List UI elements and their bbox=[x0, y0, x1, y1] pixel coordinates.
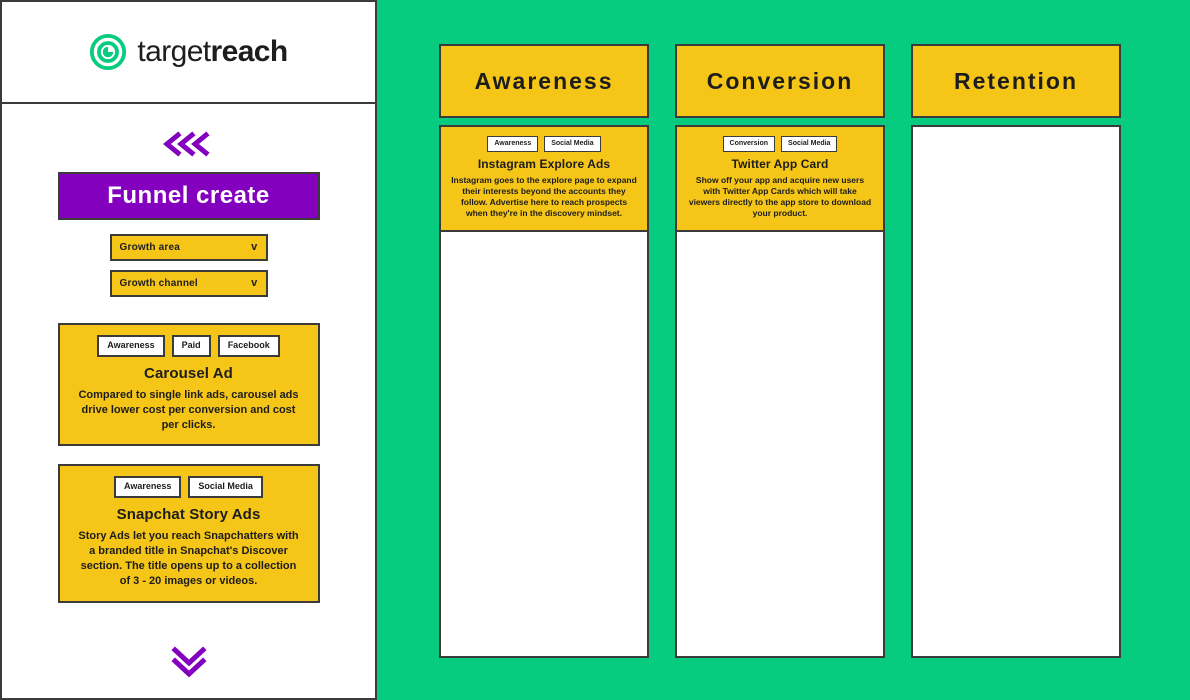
brand-logo[interactable]: targetreach bbox=[2, 2, 375, 104]
brand-wordmark: targetreach bbox=[137, 35, 289, 69]
column-title: Retention bbox=[911, 44, 1121, 118]
chevron-down-icon: v bbox=[251, 241, 258, 253]
chevron-double-down-icon[interactable] bbox=[2, 644, 375, 680]
card-description: Compared to single link ads, carousel ad… bbox=[78, 388, 299, 431]
column-title: Conversion bbox=[675, 44, 885, 118]
board-column-conversion: Conversion Conversion Social Media Twitt… bbox=[675, 44, 885, 658]
funnel-board: Awareness Awareness Social Media Instagr… bbox=[377, 0, 1190, 700]
board-column-retention: Retention bbox=[911, 44, 1121, 658]
column-dropzone[interactable]: Conversion Social Media Twitter App Card… bbox=[675, 125, 885, 658]
select-growth-channel[interactable]: Growth channel v bbox=[109, 270, 268, 297]
card-title: Snapchat Story Ads bbox=[116, 506, 261, 524]
tag-list: Conversion Social Media bbox=[683, 136, 877, 152]
select-growth-area-label: Growth area bbox=[119, 242, 181, 253]
card-description: Instagram goes to the explore page to ex… bbox=[451, 174, 637, 218]
board-column-awareness: Awareness Awareness Social Media Instagr… bbox=[439, 44, 649, 658]
tag-list: Awareness Social Media bbox=[70, 476, 308, 499]
tag-list: Awareness Paid Facebook bbox=[70, 335, 308, 357]
card-title: Twitter App Card bbox=[731, 156, 829, 171]
funnel-create-button[interactable]: Funnel create bbox=[57, 172, 320, 220]
chevron-down-icon: v bbox=[251, 277, 258, 289]
tag[interactable]: Social Media bbox=[544, 136, 601, 152]
column-dropzone[interactable]: Awareness Social Media Instagram Explore… bbox=[439, 125, 649, 658]
sidebar-card-snapchat-story-ads[interactable]: Awareness Social Media Snapchat Story Ad… bbox=[57, 464, 320, 603]
tag[interactable]: Awareness bbox=[487, 136, 539, 152]
tag[interactable]: Awareness bbox=[97, 335, 165, 357]
sidebar: targetreach Funnel create Growth area v bbox=[0, 0, 377, 700]
board-card-instagram-explore-ads[interactable]: Awareness Social Media Instagram Explore… bbox=[441, 127, 647, 232]
tag[interactable]: Paid bbox=[171, 335, 211, 357]
column-title: Awareness bbox=[439, 44, 649, 118]
tag[interactable]: Facebook bbox=[217, 335, 280, 357]
target-bullseye-icon bbox=[89, 33, 127, 71]
tag[interactable]: Social Media bbox=[188, 476, 263, 499]
card-description: Show off your app and acquire new users … bbox=[688, 174, 872, 218]
tag[interactable]: Awareness bbox=[114, 476, 182, 499]
column-dropzone[interactable] bbox=[911, 125, 1121, 658]
board-card-twitter-app-card[interactable]: Conversion Social Media Twitter App Card… bbox=[677, 127, 883, 232]
tag[interactable]: Conversion bbox=[722, 136, 776, 152]
select-growth-channel-label: Growth channel bbox=[119, 278, 198, 289]
tag-list: Awareness Social Media bbox=[447, 136, 641, 152]
card-title: Instagram Explore Ads bbox=[477, 156, 611, 171]
chevron-double-left-icon[interactable] bbox=[161, 124, 217, 164]
sidebar-body: Funnel create Growth area v Growth chann… bbox=[2, 104, 375, 698]
tag[interactable]: Social Media bbox=[781, 136, 838, 152]
brand-name-light: target bbox=[137, 35, 211, 68]
sidebar-card-carousel-ad[interactable]: Awareness Paid Facebook Carousel Ad Comp… bbox=[57, 323, 320, 447]
card-title: Carousel Ad bbox=[144, 364, 233, 382]
card-description: Story Ads let you reach Snapchatters wit… bbox=[78, 530, 299, 587]
select-growth-area[interactable]: Growth area v bbox=[109, 234, 268, 261]
growth-selects: Growth area v Growth channel v bbox=[109, 234, 268, 297]
brand-name-bold: reach bbox=[210, 35, 289, 68]
